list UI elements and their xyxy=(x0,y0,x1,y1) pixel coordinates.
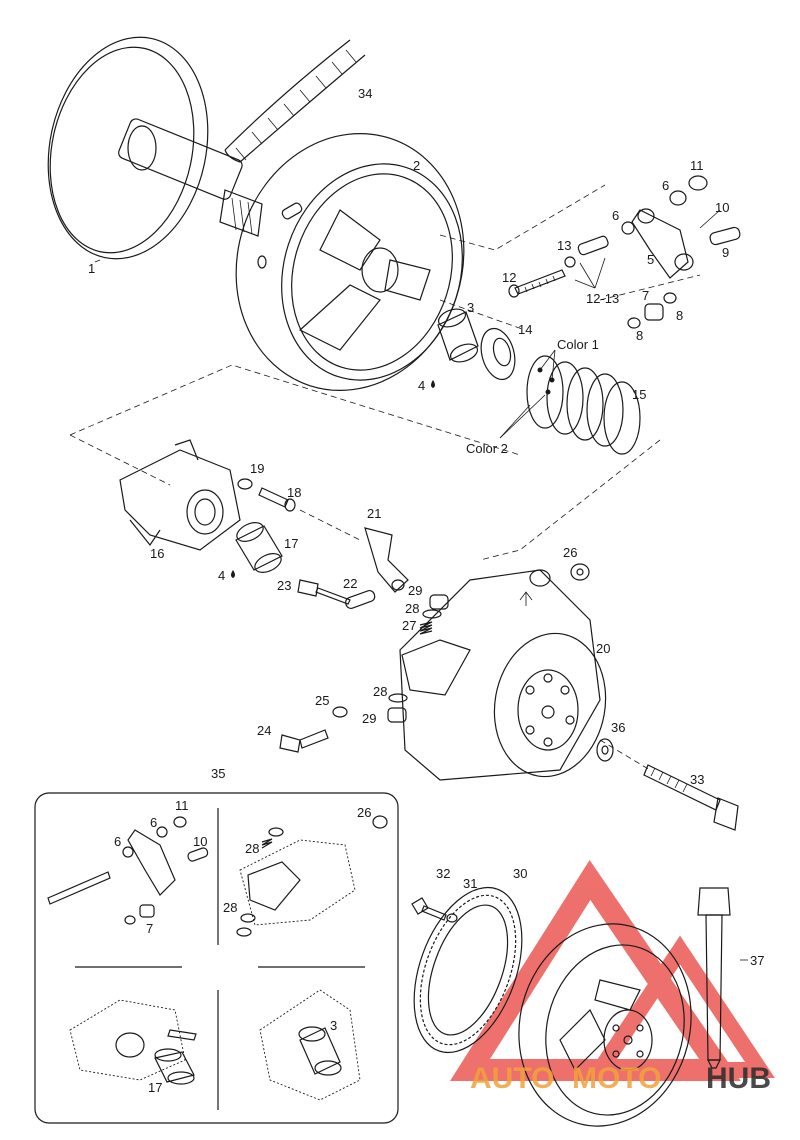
washer-part-36 xyxy=(596,738,614,762)
callout-37: 37 xyxy=(750,953,764,968)
roller-part-29-upper xyxy=(429,594,449,610)
inset-box-part-35 xyxy=(34,792,399,1124)
inset-callout-10: 10 xyxy=(193,834,207,849)
callout-15: 15 xyxy=(632,387,646,402)
svg-text:MOTO: MOTO xyxy=(572,1062,661,1095)
spider-part-16 xyxy=(119,439,241,551)
grease-drop-icon xyxy=(431,380,435,388)
callout-29b: 29 xyxy=(362,711,376,726)
callout-18: 18 xyxy=(287,485,301,500)
washer-part-14 xyxy=(480,327,516,381)
callout-9: 9 xyxy=(722,245,729,260)
ring-gear-part-30 xyxy=(413,886,523,1054)
callout-16: 16 xyxy=(150,546,164,561)
svg-text:AUTO: AUTO xyxy=(470,1062,554,1095)
cam-lever-assembly xyxy=(508,175,741,329)
washer-part-19 xyxy=(237,478,253,490)
screw-part-32 xyxy=(411,897,447,921)
movable-sheave-part-2 xyxy=(235,133,465,391)
grease-drop-icon xyxy=(231,570,235,578)
callout-6a: 6 xyxy=(662,178,669,193)
callout-25: 25 xyxy=(315,693,329,708)
callout-21: 21 xyxy=(367,506,381,521)
washer-part-25 xyxy=(332,706,348,718)
roller-lever-part-21 xyxy=(364,527,409,593)
callout-4a: 4 xyxy=(418,378,425,393)
callout-24: 24 xyxy=(257,723,271,738)
callout-33: 33 xyxy=(690,772,704,787)
callout-14: 14 xyxy=(518,322,532,337)
screw-part-23 xyxy=(297,579,351,605)
callout-26: 26 xyxy=(563,545,577,560)
bushing-part-17 xyxy=(235,522,283,573)
callout-1: 1 xyxy=(88,261,95,276)
inset-callout-11: 11 xyxy=(175,798,189,813)
washer-part-26 xyxy=(570,563,590,581)
inset-callout-28b: 28 xyxy=(223,900,237,915)
inset-callout-6a: 6 xyxy=(150,815,157,830)
inset-callout-3: 3 xyxy=(330,1018,337,1033)
callout-27: 27 xyxy=(402,618,416,633)
fixed-sheave-part-1 xyxy=(47,36,263,263)
color-2-label: Color 2 xyxy=(466,441,508,456)
callout-6b: 6 xyxy=(612,208,619,223)
callout-30: 30 xyxy=(513,866,527,881)
callout-8b: 8 xyxy=(636,328,643,343)
inset-callout-26: 26 xyxy=(357,805,371,820)
callout-19: 19 xyxy=(250,461,264,476)
bushing-part-3 xyxy=(437,308,479,363)
callout-7: 7 xyxy=(642,288,649,303)
watermark-text: AUTO MOTO HUB xyxy=(470,1062,771,1095)
callout-labels: 1 2 3 4 4 5 6 6 7 8 8 9 10 11 12 13 12-1… xyxy=(88,86,764,1095)
pin-part-22 xyxy=(345,589,376,609)
callout-28b: 28 xyxy=(373,684,387,699)
callout-12: 12 xyxy=(502,270,516,285)
washer-part-28-lower xyxy=(388,693,408,703)
spring-part-27 xyxy=(419,621,433,635)
callout-8a: 8 xyxy=(676,308,683,323)
governor-cup-part-20 xyxy=(399,569,607,781)
callout-2: 2 xyxy=(413,158,420,173)
sheave-housing-lower xyxy=(518,923,692,1127)
callout-11: 11 xyxy=(690,158,704,173)
color-1-label: Color 1 xyxy=(557,337,599,352)
callout-28a: 28 xyxy=(405,601,419,616)
callout-36: 36 xyxy=(611,720,625,735)
inset-callout-6b: 6 xyxy=(114,834,121,849)
callout-10: 10 xyxy=(715,200,729,215)
guide-line-33 xyxy=(599,739,651,771)
callout-23: 23 xyxy=(277,578,291,593)
callout-12-13: 12-13 xyxy=(586,291,619,306)
callout-3: 3 xyxy=(467,300,474,315)
assembly-guide-lines-middle xyxy=(69,364,661,561)
roller-part-29-lower xyxy=(387,707,407,723)
drive-belt-part-34 xyxy=(224,39,366,163)
inset-callout-7: 7 xyxy=(146,921,153,936)
bolt-part-33 xyxy=(643,764,739,831)
screw-part-24 xyxy=(279,729,329,753)
washer-part-31 xyxy=(446,913,458,923)
callout-20: 20 xyxy=(596,641,610,656)
callout-34: 34 xyxy=(358,86,372,101)
callout-4b: 4 xyxy=(218,568,225,583)
callout-29a: 29 xyxy=(408,583,422,598)
callout-22: 22 xyxy=(343,576,357,591)
spring-part-15 xyxy=(499,349,641,455)
inset-callout-28a: 28 xyxy=(245,841,259,856)
bolt-part-37 xyxy=(697,887,748,1069)
callout-35: 35 xyxy=(211,766,225,781)
callout-32: 32 xyxy=(436,866,450,881)
svg-text:HUB: HUB xyxy=(706,1062,771,1095)
callout-13: 13 xyxy=(557,238,571,253)
callout-17: 17 xyxy=(284,536,298,551)
callout-5: 5 xyxy=(647,252,654,267)
screw-part-18 xyxy=(258,487,296,512)
callout-31: 31 xyxy=(463,876,477,891)
inset-callout-17: 17 xyxy=(148,1080,162,1095)
assembly-guide-lines-upper xyxy=(439,184,701,331)
watermark-logo xyxy=(450,859,775,1081)
